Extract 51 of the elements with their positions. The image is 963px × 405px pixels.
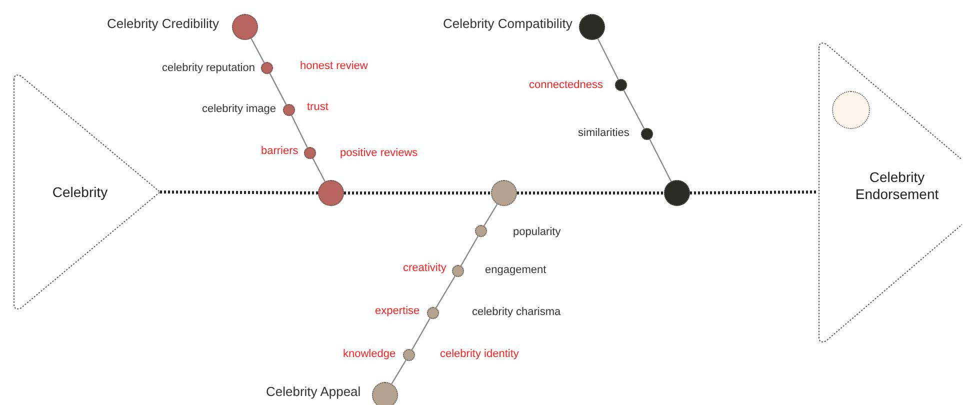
bone-line — [312, 158, 326, 182]
fishbone-node-circle — [491, 180, 517, 206]
bone-line — [391, 360, 406, 384]
fishbone-node-circle — [641, 128, 653, 140]
fishbone-node-circle — [318, 180, 344, 206]
fishbone-node-circle — [427, 307, 439, 319]
fishbone-node-circle — [372, 382, 398, 405]
category-label: Celebrity Compatibility — [443, 17, 572, 31]
bone-line — [623, 90, 645, 129]
category-label: Celebrity Credibility — [107, 17, 219, 31]
cause-label: celebrity identity — [440, 347, 519, 361]
fishbone-node-circle — [475, 225, 487, 237]
fishbone-node-circle — [232, 14, 258, 40]
cause-label: positive reviews — [340, 146, 418, 160]
bone-line — [597, 38, 619, 80]
cause-label: expertise — [375, 304, 420, 318]
fishbone-node-circle — [615, 79, 627, 91]
bone-line — [436, 276, 456, 308]
cause-label: celebrity reputation — [162, 61, 255, 75]
cause-label: honest review — [300, 59, 368, 73]
cause-label: engagement — [485, 263, 546, 277]
cause-label: similarities — [578, 126, 630, 140]
spine-line — [160, 190, 318, 194]
node-label: Celebrity Endorsement — [854, 169, 940, 203]
bone-line — [649, 139, 672, 182]
fishbone-node-circle — [579, 14, 605, 40]
fishbone-node-circle — [403, 349, 415, 361]
fishbone-node-circle — [283, 104, 295, 116]
cause-label: knowledge — [343, 347, 396, 361]
cause-label: popularity — [513, 225, 561, 239]
spine-line — [517, 192, 664, 194]
bone-line — [411, 318, 431, 350]
fishbone-node-circle — [304, 147, 316, 159]
category-label: Celebrity Appeal — [266, 385, 361, 399]
fishbone-node-circle — [452, 265, 464, 277]
cause-label: celebrity image — [202, 102, 276, 116]
cause-label: celebrity charisma — [472, 305, 561, 319]
bone-line — [460, 236, 479, 266]
cause-label: connectedness — [529, 78, 603, 92]
cause-label: trust — [307, 100, 328, 114]
fishbone-node-circle — [664, 180, 690, 206]
fishbone-node-circle — [261, 62, 273, 74]
bone-line — [291, 115, 308, 148]
cause-label: creativity — [403, 261, 446, 275]
spine-line — [690, 190, 818, 194]
cause-label: barriers — [261, 144, 298, 158]
bone-line — [250, 38, 265, 63]
node-label: Celebrity — [51, 184, 109, 200]
bone-line — [269, 73, 287, 105]
bone-line — [484, 204, 498, 226]
spine-line — [344, 192, 491, 194]
